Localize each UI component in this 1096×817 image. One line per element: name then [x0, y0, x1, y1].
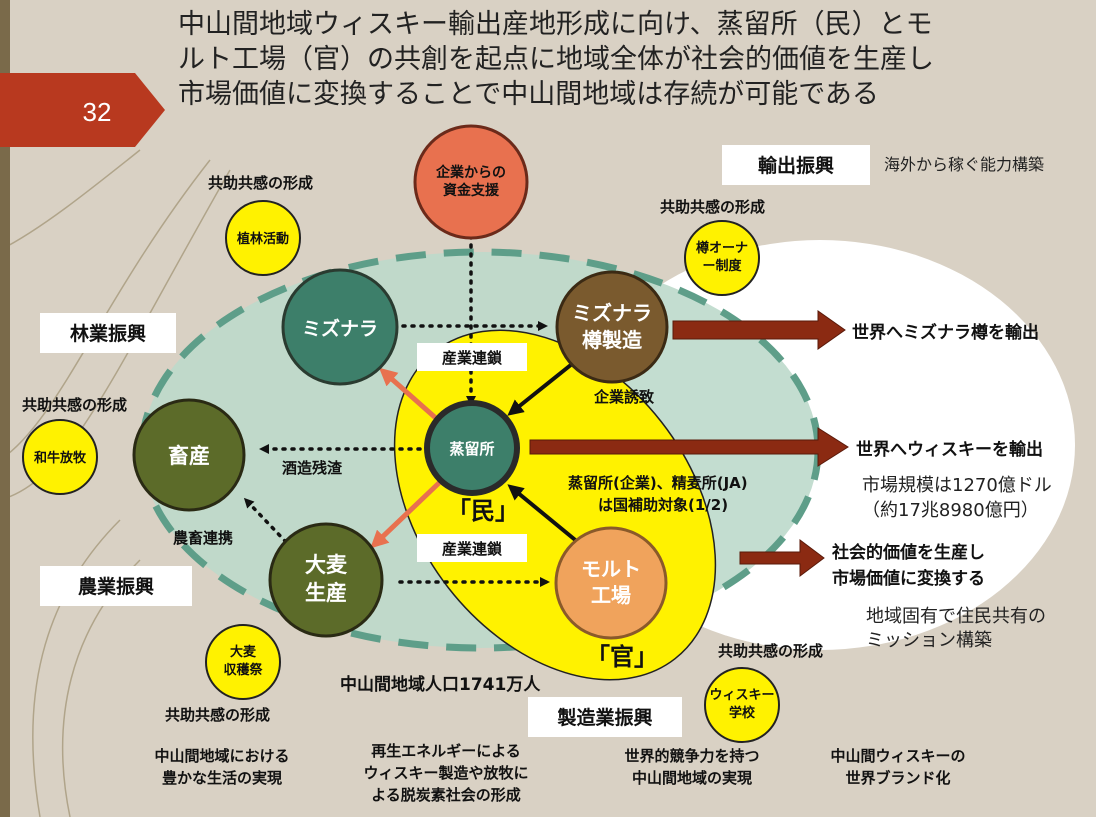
box-forestry-label: 林業振興	[70, 322, 146, 345]
box-manufacturing-label: 製造業振興	[556, 706, 652, 729]
slide-number: 32	[83, 97, 112, 127]
bottom-item-4-line-2: 世界ブランド化	[845, 769, 950, 787]
box-export-label: 輸出振興	[758, 154, 834, 177]
mutual-aid-label-3: 共助共感の形成	[22, 396, 127, 414]
bottom-item-3-line-1: 世界的競争力を持つ	[624, 747, 759, 765]
node-livestock: 畜産	[132, 398, 246, 512]
node-mizunara-barrel-line2: 樽製造	[582, 328, 643, 352]
mission-line-1: 地域固有で住民共有の	[866, 606, 1046, 627]
industry-chain-bg-2	[417, 534, 527, 562]
node-malt-factory-line1: モルト	[581, 557, 641, 581]
node-livestock-label: 畜産	[168, 444, 210, 468]
small-node-wagyu-label: 和牛放牧	[34, 450, 87, 466]
node-barley-line2: 生産	[305, 581, 347, 605]
box-export: 輸出振興	[722, 145, 870, 185]
left-edge-bar	[0, 0, 10, 817]
arrow-distillery-to-mizunara	[379, 367, 440, 422]
small-node-barrel-owner-line2: ー制度	[702, 258, 742, 274]
node-malt-factory: モルト 工場	[554, 526, 668, 640]
node-distillery: 蒸留所	[424, 400, 520, 496]
node-corporate-funding: 企業からの 資金支援	[413, 124, 529, 240]
bottom-item-3-line-2: 中山間地域の実現	[632, 769, 752, 787]
node-mizunara: ミズナラ	[281, 268, 399, 386]
subsidy-line-2: は国補助対象(1/2)	[598, 496, 728, 514]
social-value-line-1: 社会的価値を生産し	[831, 542, 985, 563]
arrow-export-whisky	[529, 427, 849, 467]
small-node-whisky-school-line1: ウィスキー	[709, 688, 774, 703]
node-corporate-funding-line2: 資金支援	[443, 182, 500, 199]
title-line-2: ルト工場（官）の共創を起点に地域全体が社会的価値を生産し	[178, 44, 934, 75]
node-barley-line1: 大麦	[305, 553, 348, 577]
node-mizunara-label: ミズナラ	[302, 317, 378, 340]
arrow-export-barrel	[672, 310, 846, 350]
min-label: 「民」	[447, 497, 519, 525]
bottom-item-4-line-1: 中山間ウィスキーの	[830, 747, 965, 765]
subsidy-line-1: 蒸留所(企業)、精麦所(JA)	[568, 474, 748, 492]
brewing-residue-label: 酒造残渣	[282, 459, 343, 477]
bottom-item-2-line-1: 再生エネルギーによる	[371, 742, 521, 760]
corporate-attraction-label: 企業誘致	[593, 388, 655, 406]
export-barrel-label: 世界へミズナラ樽を輸出	[852, 322, 1039, 343]
bottom-item-1-line-2: 豊かな生活の実現	[162, 769, 282, 787]
node-mizunara-barrel: ミズナラ 樽製造	[555, 270, 669, 384]
box-agriculture: 農業振興	[40, 566, 192, 606]
arrow-malt-to-distillery	[507, 484, 587, 550]
bottom-item-2-line-3: よる脱炭素社会の形成	[371, 786, 521, 804]
market-size-line-1: 市場規模は1270億ドル	[862, 475, 1052, 496]
bottom-item-1-line-1: 中山間地域における	[154, 747, 289, 765]
industry-chain-label-1: 産業連鎖	[442, 349, 503, 367]
box-manufacturing: 製造業振興	[528, 697, 682, 737]
market-size-line-2: （約17兆8980億円）	[862, 500, 1039, 521]
export-whisky-label: 世界へウィスキーを輸出	[856, 439, 1043, 460]
social-value-line-2: 市場価値に変換する	[832, 568, 985, 589]
mutual-aid-label-5: 共助共感の形成	[718, 642, 823, 660]
small-node-barrel-owner: 樽オーナ ー制度	[684, 220, 760, 296]
small-node-whisky-school-line2: 学校	[729, 705, 756, 721]
title-line-1: 中山間地域ウィスキー輸出産地形成に向け、蒸留所（民）とモ	[178, 9, 933, 40]
small-node-wagyu: 和牛放牧	[22, 419, 98, 495]
small-node-barley-festival: 大麦 収穫祭	[205, 624, 281, 700]
mutual-aid-label-2: 共助共感の形成	[660, 198, 765, 216]
kan-label: 「官」	[586, 643, 658, 671]
node-corporate-funding-line1: 企業からの	[435, 164, 506, 181]
livestock-linkage-label: 農畜連携	[173, 529, 233, 547]
title-line-3: 市場価値に変換することで中山間地域は存続が可能である	[178, 79, 879, 110]
node-mizunara-barrel-line1: ミズナラ	[572, 301, 652, 325]
overseas-label: 海外から稼ぐ能力構築	[884, 155, 1044, 174]
dotted-arrows	[243, 234, 550, 587]
box-forestry: 林業振興	[40, 313, 176, 353]
industry-chain-label-2: 産業連鎖	[442, 540, 503, 558]
small-node-barley-festival-line2: 収穫祭	[223, 662, 263, 678]
small-node-afforestation-label: 植林活動	[236, 231, 289, 247]
arrow-barrel-to-distillery	[507, 358, 579, 416]
node-barley: 大麦 生産	[268, 522, 384, 638]
industry-chain-bg-1	[417, 343, 527, 371]
slide-number-badge: 32	[0, 73, 165, 147]
node-distillery-label: 蒸留所	[449, 440, 494, 458]
arrow-distillery-to-barley	[370, 480, 442, 549]
arrow-social-value	[739, 539, 825, 577]
bottom-item-2-line-2: ウィスキー製造や放牧に	[363, 764, 528, 782]
small-node-barrel-owner-line1: 樽オーナ	[696, 240, 748, 256]
small-node-barley-festival-line1: 大麦	[230, 644, 257, 660]
population-label: 中山間地域人口1741万人	[340, 674, 541, 695]
small-node-whisky-school: ウィスキー 学校	[704, 667, 780, 743]
box-agriculture-label: 農業振興	[78, 575, 154, 598]
node-malt-factory-line2: 工場	[591, 583, 631, 607]
mutual-aid-label-4: 共助共感の形成	[165, 706, 270, 724]
small-node-afforestation: 植林活動	[225, 200, 301, 276]
mission-line-2: ミッション構築	[866, 630, 992, 651]
mutual-aid-label-1: 共助共感の形成	[208, 174, 313, 192]
